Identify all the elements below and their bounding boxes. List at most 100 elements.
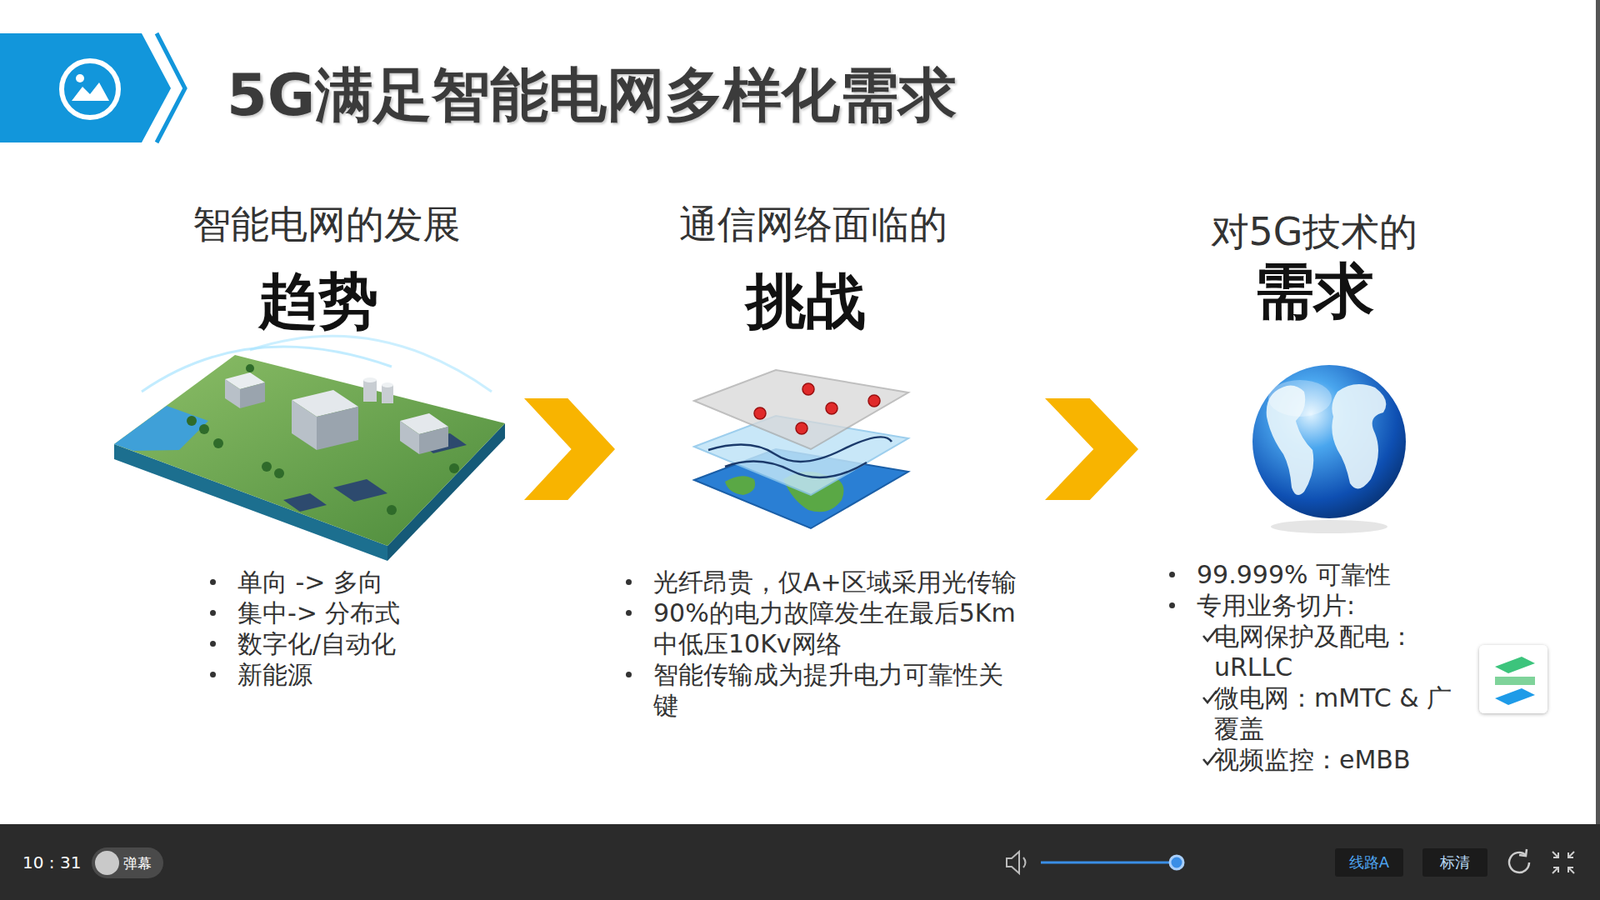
- volume-icon: [1023, 857, 1026, 868]
- bullet-dot: [1169, 602, 1175, 609]
- slide-edge: [1595, 0, 1600, 825]
- requirement-column: 99.999% 可靠性专用业务切片:电网保护及配电：uRLLC微电网：mMTC …: [1141, 191, 1492, 782]
- bullet-dot: [210, 579, 216, 585]
- map-point: [754, 407, 766, 420]
- building-wall: [240, 382, 265, 409]
- heading-holder: 趋势: [101, 265, 535, 337]
- button-label: 标清: [1440, 853, 1470, 872]
- globe-continent: [1331, 384, 1386, 489]
- map-layer: [694, 415, 909, 495]
- column-keyword: 趋势: [101, 265, 535, 337]
- building-wall: [291, 400, 317, 450]
- trend-column: 单向 -> 多向集中-> 分布式数字化/自动化新能源智能电网的发展趋势: [114, 191, 523, 697]
- bullet-item: 99.999% 可靠性: [1196, 559, 1472, 590]
- building-wall: [419, 426, 449, 455]
- building-wall: [316, 406, 359, 450]
- tree: [274, 468, 285, 479]
- sub-item-text: 视频监控：eMBB: [1214, 744, 1472, 775]
- logo-stripe: [1495, 676, 1535, 685]
- image-icon-mountain: [71, 82, 110, 101]
- map-land: [725, 475, 755, 495]
- button-label: 线路A: [1349, 853, 1390, 872]
- flow-chevron: [1045, 398, 1139, 500]
- building-wall: [400, 420, 420, 455]
- title-banner: [0, 33, 171, 143]
- column-heading: 对5G技术的: [1097, 208, 1531, 255]
- sub-item-text: 电网保护及配电：uRLLC: [1214, 620, 1472, 683]
- bullet-text: 数字化/自动化: [237, 628, 488, 660]
- cooling-tower-top: [363, 377, 377, 383]
- bullet-text: 90%的电力故障发生在最后5Km中低压10Kv网络: [653, 597, 1025, 660]
- flow-chevron: [524, 398, 615, 500]
- bullet-dot: [625, 671, 632, 678]
- bullet-dot: [625, 610, 632, 616]
- building-wall: [225, 379, 240, 409]
- bullet-dot: [210, 610, 216, 616]
- tree: [186, 415, 197, 426]
- bullet-dot: [210, 640, 216, 647]
- bullet-text: 单向 -> 多向: [237, 566, 488, 598]
- image-icon-ring: [61, 60, 119, 118]
- toggle-label: 弹幕: [91, 854, 162, 873]
- heading-holder: 智能电网的发展: [110, 200, 544, 248]
- bullet-text: 智能传输成为提升电力可靠性关键: [653, 659, 1025, 721]
- volume-knob: [1170, 855, 1184, 870]
- cooling-tower: [363, 380, 377, 402]
- map-point: [795, 422, 808, 435]
- route-button: 线路A: [1335, 848, 1404, 877]
- bullet-item: 光纤昂贵，仅A+区域采用光传输: [653, 566, 1025, 598]
- bullet-item: 新能源: [237, 659, 488, 690]
- control-bar: [0, 824, 1600, 900]
- tree: [449, 463, 460, 474]
- logo-stripe: [1495, 656, 1535, 674]
- banner-chevron: [156, 33, 185, 143]
- solar-panel: [283, 493, 327, 512]
- map-route: [725, 461, 867, 478]
- column-keyword: 需求: [1097, 255, 1531, 327]
- bullet-item: 单向 -> 多向: [237, 566, 488, 598]
- bullet-text: 99.999% 可靠性: [1196, 559, 1472, 590]
- slide-title: 5G满足智能电网多样化需求: [226, 60, 957, 130]
- globe: [1252, 365, 1406, 519]
- globe-shadow: [1270, 520, 1388, 534]
- city-ground: [114, 355, 505, 546]
- cooling-tower: [381, 385, 394, 404]
- bullet-item: 数字化/自动化: [237, 628, 488, 660]
- column-heading: 通信网络面临的: [596, 200, 1030, 248]
- playback-time: 10 : 31: [22, 852, 81, 873]
- bullet-text: 光纤昂贵，仅A+区域采用光传输: [653, 566, 1025, 598]
- bullet-item: 智能传输成为提升电力可靠性关键: [653, 659, 1025, 721]
- bullet-item: 专用业务切片:: [1196, 590, 1472, 621]
- bullet-item: 90%的电力故障发生在最后5Km中低压10Kv网络: [653, 597, 1025, 660]
- exit-fullscreen-icon: [1552, 851, 1575, 874]
- title-holder: 5G满足智能电网多样化需求: [226, 60, 957, 130]
- danmaku-toggle: 弹幕: [91, 847, 164, 879]
- app-logo: [1479, 645, 1548, 714]
- city-water: [114, 405, 209, 451]
- tree: [199, 424, 210, 435]
- tree: [386, 505, 397, 515]
- sub-item-text: 微电网：mMTC & 广覆盖: [1214, 682, 1472, 745]
- bullet-list: 单向 -> 多向集中-> 分布式数字化/自动化新能源: [237, 566, 488, 690]
- bullet-text: 专用业务切片:: [1196, 590, 1472, 621]
- bullet-text: 集中-> 分布式: [237, 597, 488, 629]
- heading-holder: 对5G技术的: [1097, 208, 1531, 255]
- refresh-icon: [1519, 849, 1527, 856]
- globe-highlight: [1268, 380, 1332, 417]
- map-point: [825, 402, 838, 415]
- cooling-tower-top: [381, 382, 394, 388]
- check-item: 视频监控：eMBB: [1196, 744, 1472, 775]
- volume-icon: [1006, 851, 1020, 874]
- map-point: [802, 383, 815, 395]
- bullet-dot: [1169, 571, 1175, 578]
- volume-slider: [1040, 861, 1177, 865]
- heading-holder: 挑战: [589, 265, 1023, 337]
- bullet-text: 新能源: [237, 659, 488, 690]
- image-icon-sun: [75, 74, 85, 83]
- bullet-dot: [210, 671, 216, 678]
- challenge-column: 光纤昂贵，仅A+区域采用光传输90%的电力故障发生在最后5Km中低压10Kv网络…: [616, 191, 1042, 728]
- bullet-list: 光纤昂贵，仅A+区域采用光传输90%的电力故障发生在最后5Km中低压10Kv网络…: [653, 566, 1025, 721]
- bullet-item: 集中-> 分布式: [237, 597, 488, 629]
- logo-stripe: [1495, 688, 1535, 705]
